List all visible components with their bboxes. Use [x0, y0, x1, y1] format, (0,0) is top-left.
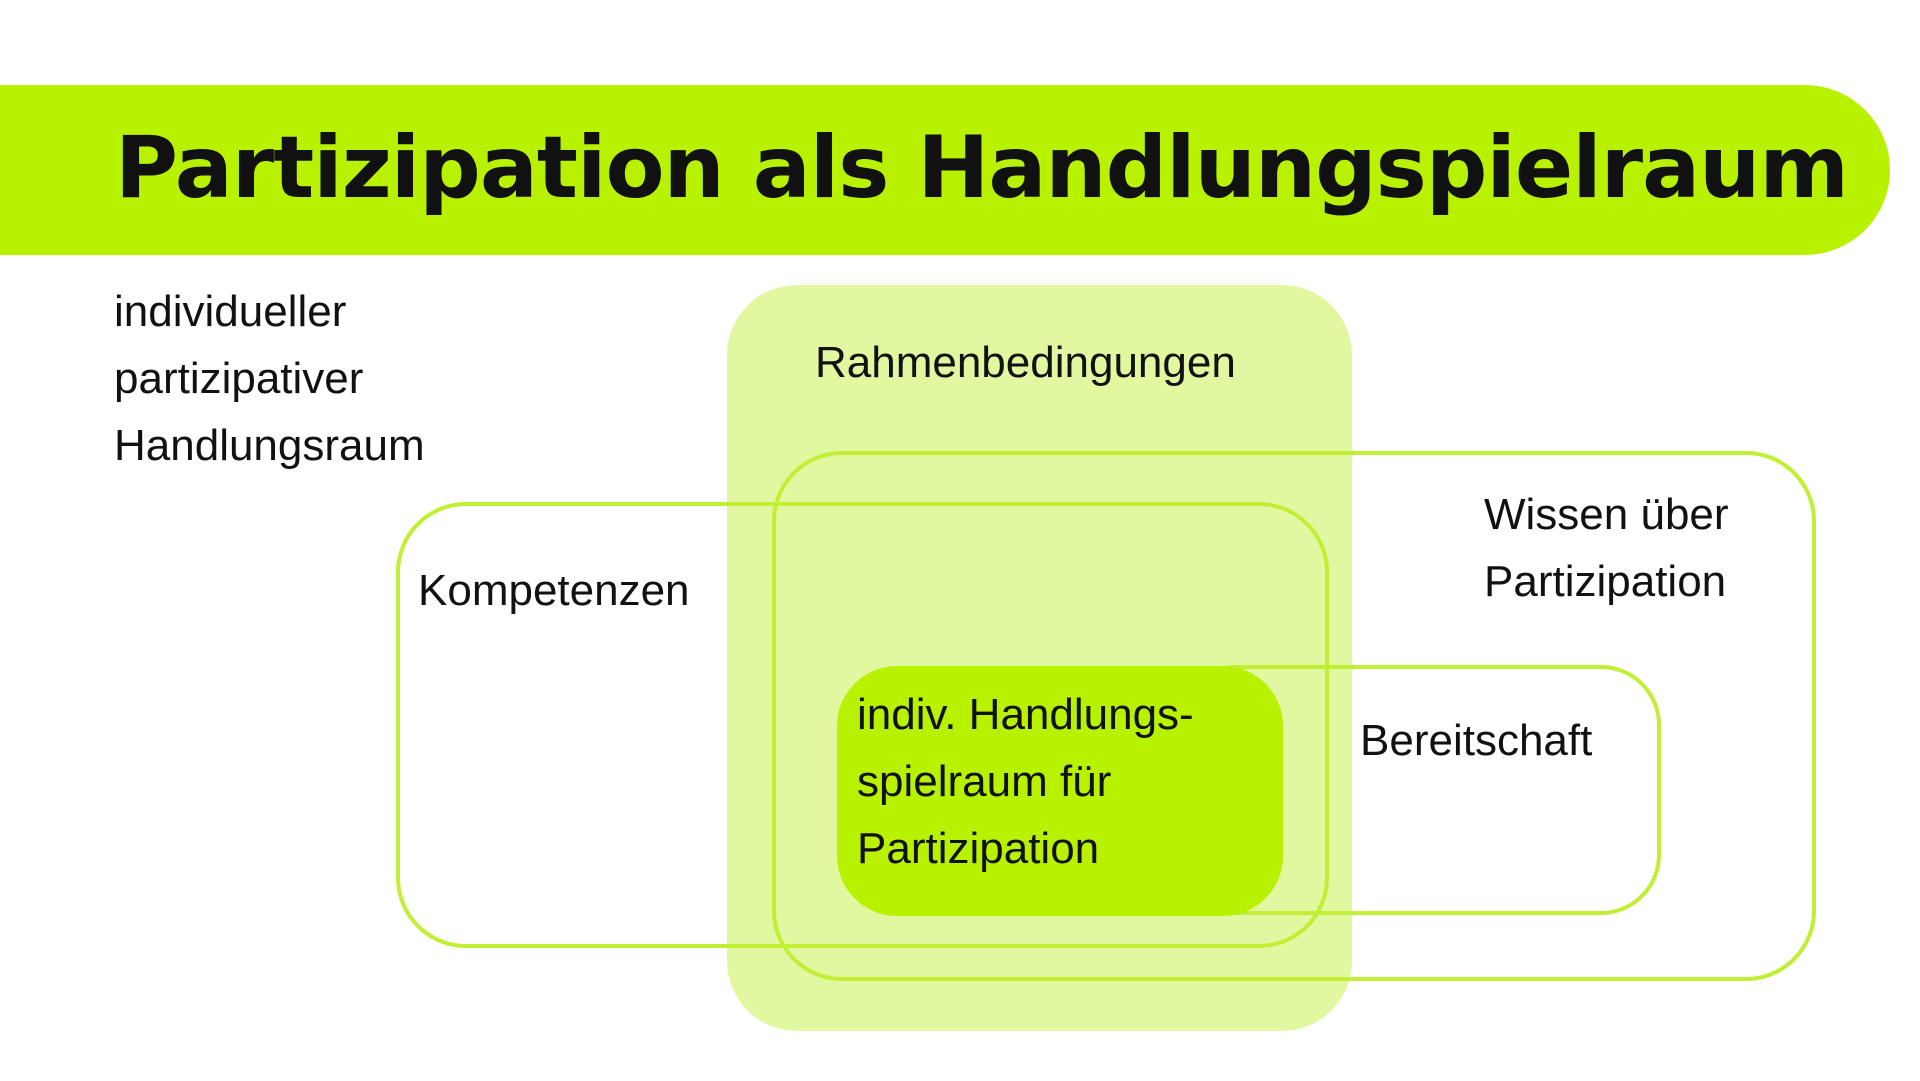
core-label: indiv. Handlungs- spielraum für Partizip…	[857, 681, 1194, 882]
core-label-line: indiv. Handlungs-	[857, 690, 1194, 739]
subtitle: individueller partizipativer Handlungsra…	[114, 278, 425, 479]
kompetenzen-outline	[396, 502, 1329, 948]
page-title: Partizipation als Handlungspielraum	[115, 118, 1849, 218]
kompetenzen-label: Kompetenzen	[418, 566, 690, 615]
rahmenbedingungen-label: Rahmenbedingungen	[815, 338, 1236, 387]
wissen-label-line: Partizipation	[1484, 557, 1727, 606]
subtitle-line: partizipativer	[114, 354, 364, 403]
subtitle-line: individueller	[114, 287, 347, 336]
handlungsspielraum-core	[837, 666, 1283, 916]
core-label-line: spielraum für	[857, 757, 1112, 806]
core-label-line: Partizipation	[857, 824, 1100, 873]
title-banner	[0, 85, 1890, 255]
bereitschaft-label: Bereitschaft	[1360, 716, 1593, 765]
subtitle-line: Handlungsraum	[114, 421, 425, 470]
wissen-ueber-partizipation-outline	[772, 451, 1816, 981]
wissen-label-line: Wissen über	[1484, 490, 1729, 539]
wissen-label: Wissen über Partizipation	[1484, 481, 1729, 615]
